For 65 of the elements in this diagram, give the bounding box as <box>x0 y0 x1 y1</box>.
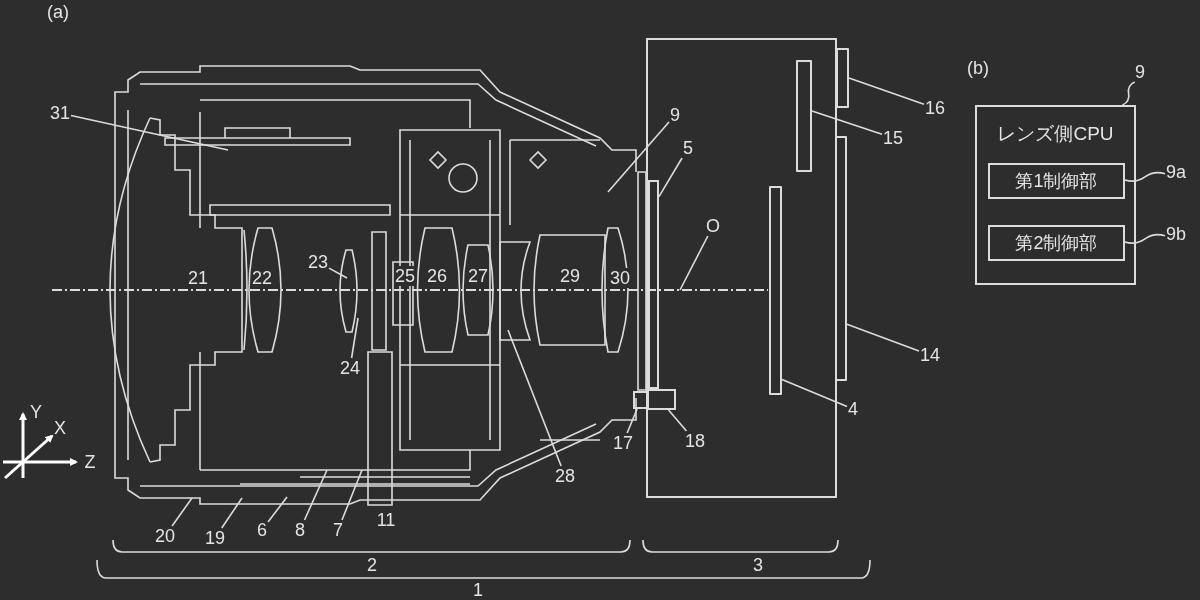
bar <box>796 60 812 172</box>
callout-number: 9a <box>1165 162 1187 182</box>
leader-line <box>667 409 688 432</box>
axis-label: Y <box>30 402 42 422</box>
callout-number: 8 <box>294 520 306 540</box>
callout-number: 9 <box>669 105 681 125</box>
contact-block <box>647 389 676 410</box>
callout-number: 24 <box>339 358 361 378</box>
callout-number: 14 <box>919 345 941 365</box>
leader-line <box>781 378 848 408</box>
body-rectangle <box>646 38 837 498</box>
part-number: 11 <box>376 510 396 530</box>
callout-number: 31 <box>49 103 71 123</box>
leader-line <box>171 497 193 527</box>
leader-line <box>303 469 328 521</box>
heading-text: レンズ側CPU <box>996 122 1115 146</box>
callout-number: 6 <box>256 520 268 540</box>
leader-line <box>1124 233 1166 244</box>
leader-line <box>848 77 925 105</box>
bar <box>835 136 847 381</box>
callout-number: 4 <box>847 399 859 419</box>
leader-line <box>626 408 638 434</box>
mount-plate <box>648 180 659 389</box>
leader-line <box>220 497 243 529</box>
leader-line <box>679 235 709 291</box>
leader-line <box>507 329 562 467</box>
contact-block <box>633 391 648 409</box>
axis-label: X <box>54 418 66 438</box>
leader-line <box>70 114 229 151</box>
callout-number: 15 <box>882 128 904 148</box>
leader-line <box>341 469 363 521</box>
callout-number: 28 <box>554 466 576 486</box>
callout-number: 7 <box>332 520 344 540</box>
lens-number: 30 <box>610 268 630 288</box>
callout-number: 19 <box>204 528 226 548</box>
callout-number: 5 <box>682 138 694 158</box>
bracket-label: 3 <box>753 555 763 575</box>
bar <box>836 48 849 108</box>
leader-line <box>607 121 670 193</box>
control-block: 第2制御部 <box>988 225 1125 261</box>
callout-number: 17 <box>612 433 634 453</box>
leader-line <box>658 157 683 198</box>
leader-line <box>1121 81 1136 106</box>
leader-line <box>1124 171 1166 182</box>
bracket-label: 2 <box>367 555 377 575</box>
leader-line <box>811 110 883 136</box>
lens-number: 25 <box>395 266 415 286</box>
block-box <box>975 105 1136 285</box>
callout-number: 9b <box>1165 224 1187 244</box>
bar <box>769 186 782 395</box>
panel-label: (b) <box>967 58 989 78</box>
callout-number: O <box>705 216 721 236</box>
control-block: 第1制御部 <box>988 163 1125 199</box>
callout-number: 23 <box>307 252 329 272</box>
leader-line <box>267 496 288 523</box>
callout-number: 20 <box>154 526 176 546</box>
callout-number: 18 <box>684 431 706 451</box>
leader-line <box>846 323 920 352</box>
callout-number: 9 <box>1134 62 1146 82</box>
callout-number: 16 <box>924 98 946 118</box>
axis-label: Z <box>84 452 96 472</box>
leader-line <box>350 317 359 359</box>
bracket-label: 1 <box>473 580 483 600</box>
panel-label: (a) <box>47 2 69 22</box>
leader-line <box>328 267 348 279</box>
